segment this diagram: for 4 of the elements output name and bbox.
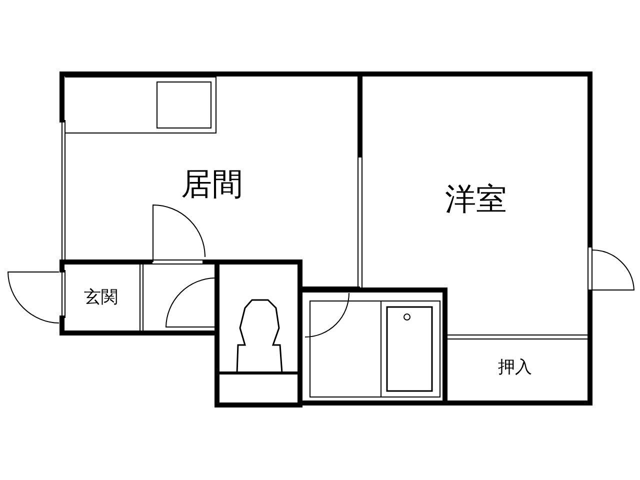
room-label: 居間 bbox=[181, 170, 243, 200]
room-label: 玄関 bbox=[84, 290, 118, 306]
room-label: 押入 bbox=[498, 360, 532, 376]
room-label: 洋室 bbox=[445, 184, 507, 216]
